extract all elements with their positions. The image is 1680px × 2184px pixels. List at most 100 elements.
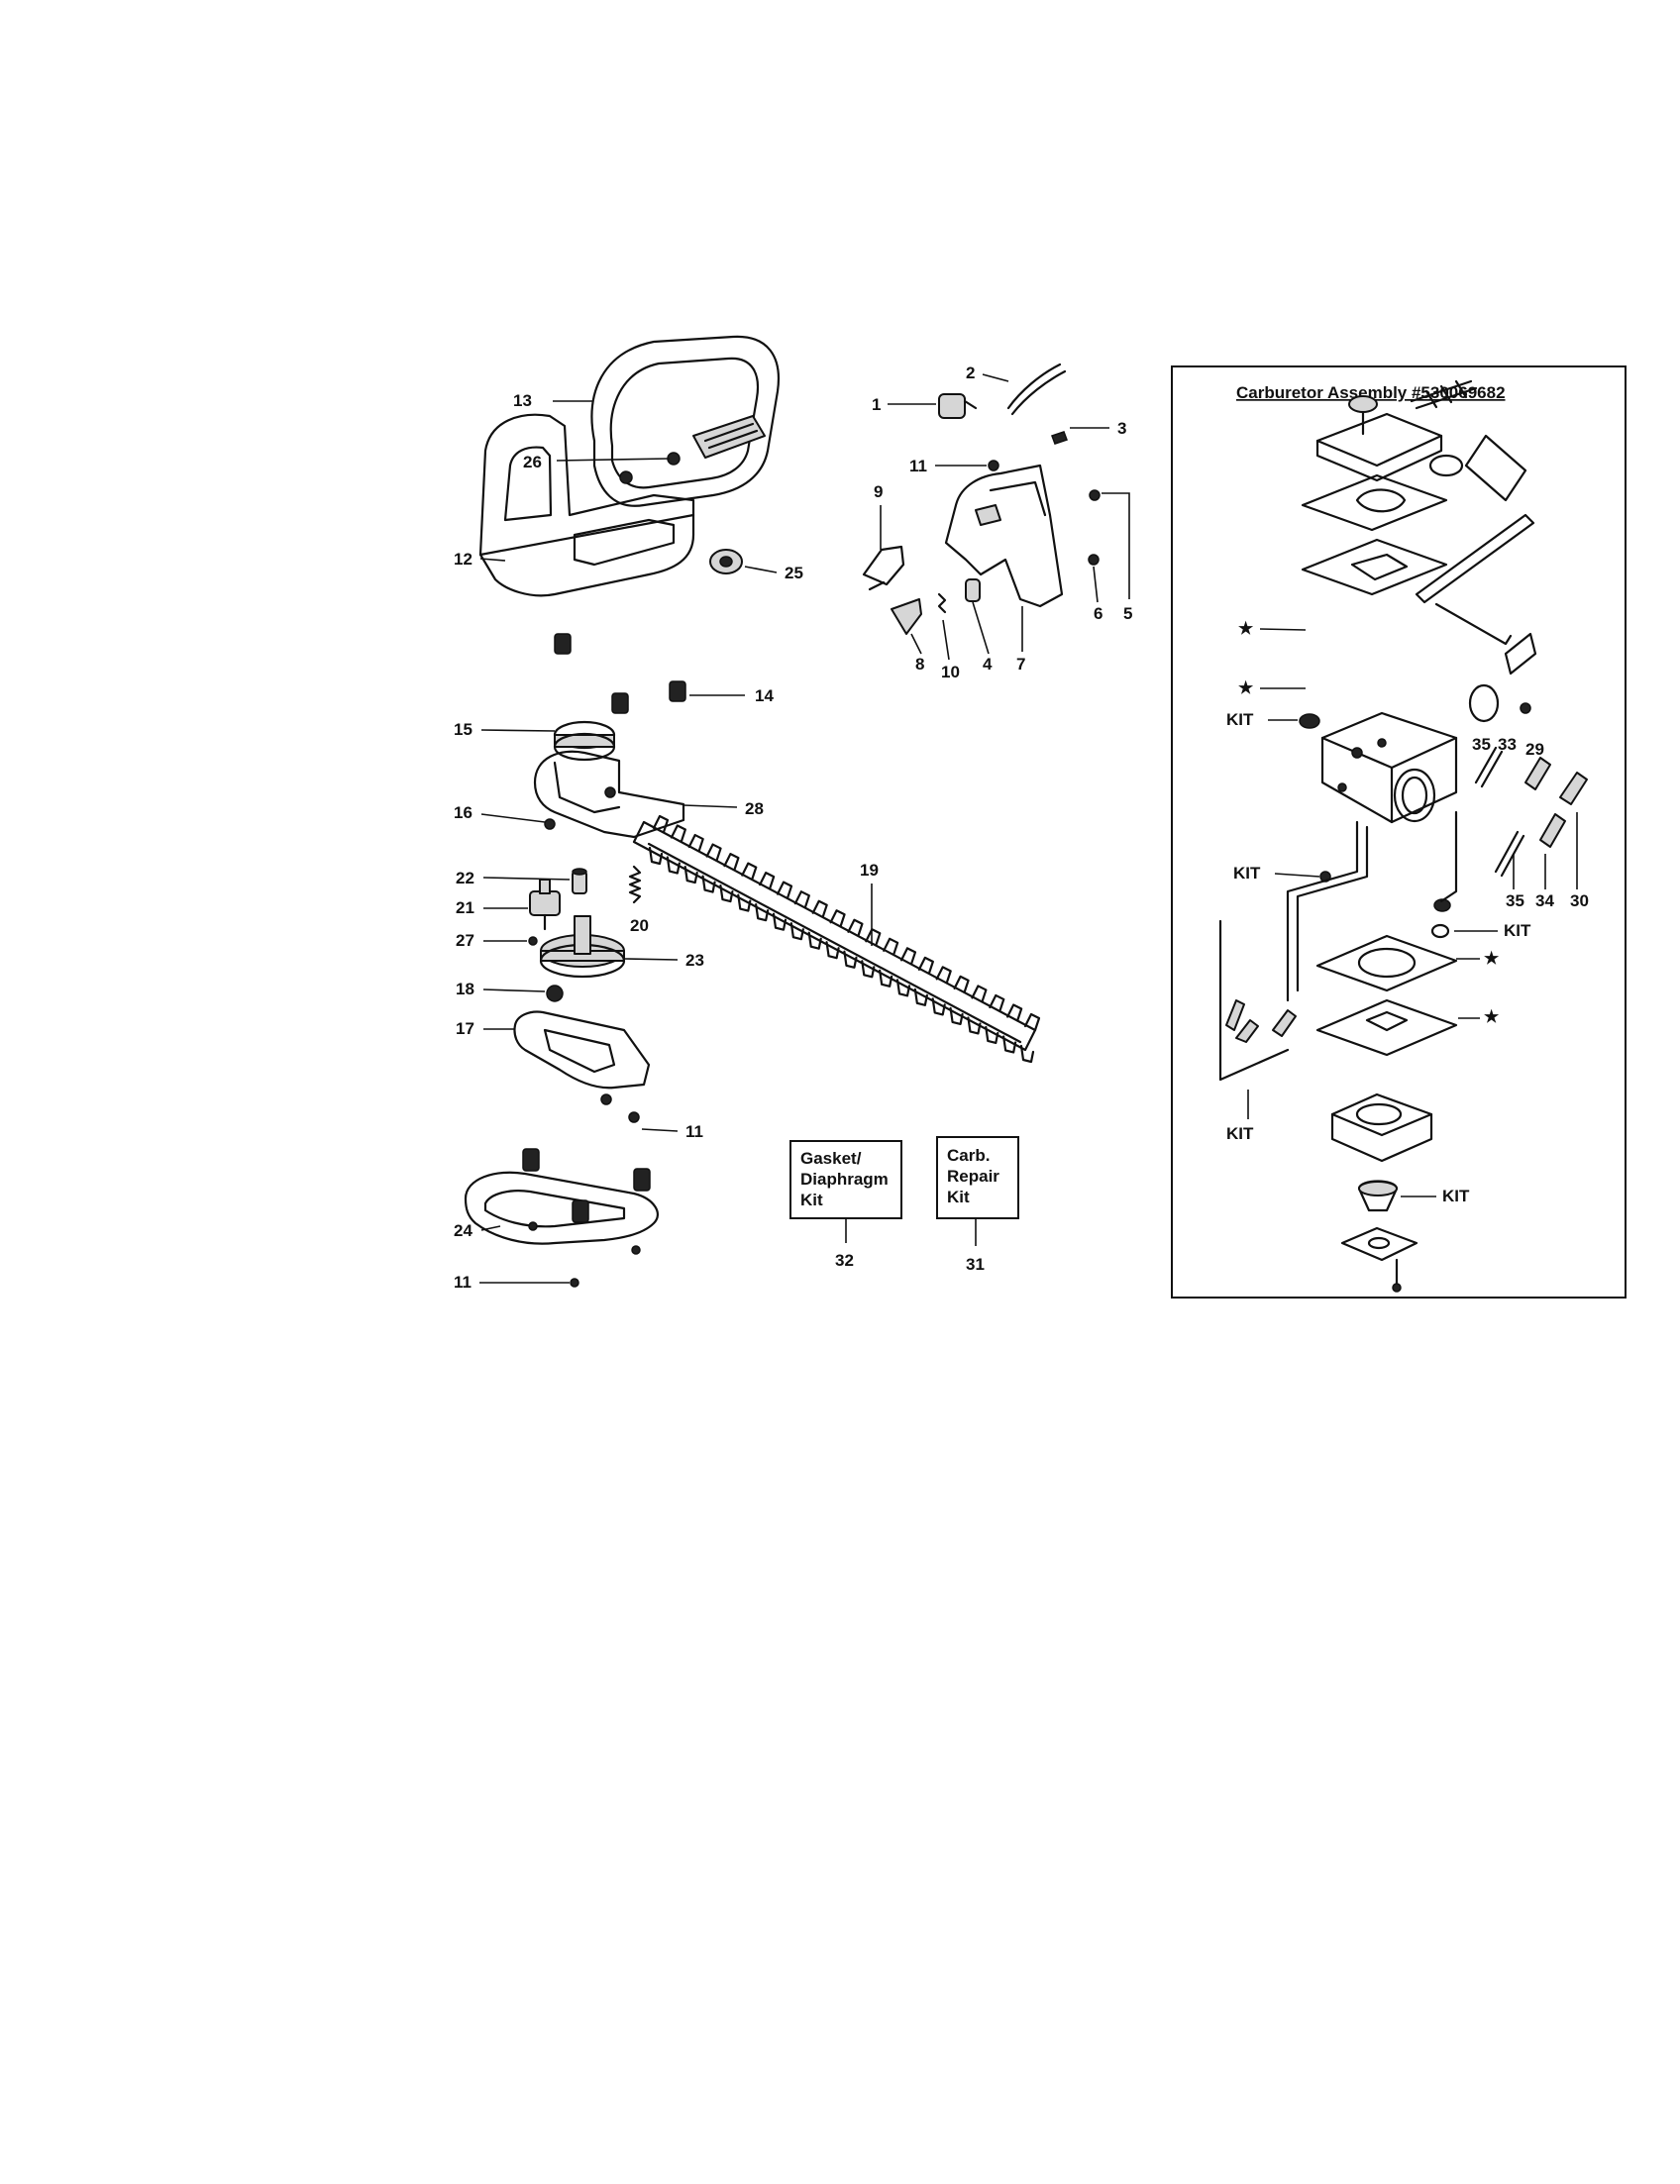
bushing-part-4 bbox=[965, 578, 981, 602]
blade-tooth-bottom bbox=[701, 875, 716, 893]
screw-part-6 bbox=[1088, 554, 1100, 566]
blade-tooth-bottom bbox=[666, 856, 681, 875]
callout-13: 13 bbox=[513, 391, 532, 410]
screw-part-26 bbox=[619, 452, 681, 484]
carb-kit-line1: Carb. bbox=[947, 1146, 990, 1165]
blade-tooth-bottom bbox=[861, 960, 876, 979]
callout-22: 22 bbox=[456, 869, 474, 887]
blade-tooth-top bbox=[811, 899, 828, 918]
callout-1: 1 bbox=[872, 395, 881, 414]
blade-tooth-bottom bbox=[843, 950, 858, 969]
blade-tooth-top bbox=[935, 966, 952, 985]
carb-kit-5: KIT bbox=[1442, 1187, 1470, 1205]
blade-tooth-top bbox=[899, 947, 917, 966]
blade-tooth-bottom bbox=[772, 912, 788, 931]
callout-14: 14 bbox=[755, 686, 774, 705]
ignition-module-part-1 bbox=[938, 393, 978, 419]
carb-label-30: 30 bbox=[1570, 891, 1589, 910]
blade-tooth-bottom bbox=[879, 969, 893, 988]
gasket-kit-number: 32 bbox=[835, 1251, 854, 1270]
callout-11-bottom: 11 bbox=[454, 1273, 472, 1292]
front-handle-part-13 bbox=[590, 335, 780, 507]
callout-16: 16 bbox=[454, 803, 472, 822]
trigger-part-9 bbox=[862, 545, 905, 591]
blade-tooth-top bbox=[917, 956, 934, 975]
blade-tooth-top bbox=[883, 937, 899, 956]
callout-18: 18 bbox=[456, 980, 474, 998]
screw-part-3 bbox=[1051, 431, 1068, 445]
callout-27: 27 bbox=[456, 931, 474, 950]
gear-ring-part-15 bbox=[553, 720, 616, 762]
carb-kit-3: KIT bbox=[1504, 921, 1531, 940]
carb-label-35a: 35 bbox=[1472, 735, 1491, 754]
blade-tooth-bottom bbox=[913, 988, 928, 1006]
carb-kit-line2: Repair bbox=[947, 1167, 999, 1186]
blade-tooth-top bbox=[971, 985, 988, 1003]
callout-20: 20 bbox=[630, 916, 649, 935]
carb-kit-number: 31 bbox=[966, 1255, 985, 1274]
bushing-part-22 bbox=[572, 868, 587, 894]
bottom-guard-part-24 bbox=[464, 1148, 659, 1288]
callout-10: 10 bbox=[941, 663, 960, 681]
screw-part-16 bbox=[544, 818, 556, 830]
blade-tooth-top bbox=[1023, 1012, 1041, 1032]
callout-19: 19 bbox=[860, 861, 879, 880]
callout-28: 28 bbox=[745, 799, 764, 818]
callout-9: 9 bbox=[874, 482, 883, 501]
carburetor-assembly-panel: Carburetor Assembly #530069682 bbox=[1171, 365, 1627, 1299]
blade-tooth-top bbox=[652, 814, 670, 834]
carb-repair-kit-box: Carb. Repair Kit 31 bbox=[936, 1136, 1019, 1274]
screw-part-11-top bbox=[988, 460, 999, 471]
blade-tooth-top bbox=[1006, 1003, 1023, 1022]
carb-kit-1: KIT bbox=[1226, 710, 1254, 729]
trigger-lever-part-8 bbox=[891, 598, 922, 635]
carb-label-33: 33 bbox=[1498, 735, 1517, 754]
rear-handle-frame-part-12 bbox=[478, 413, 695, 597]
carb-kit-4: KIT bbox=[1226, 1124, 1254, 1143]
callout-5: 5 bbox=[1123, 604, 1132, 623]
blade-tooth-top bbox=[670, 824, 686, 843]
gasket-kit-line2: Diaphragm bbox=[800, 1170, 889, 1189]
blade-tooth-top bbox=[741, 862, 758, 881]
blade-tooth-bottom bbox=[719, 884, 734, 903]
spring-part-10 bbox=[937, 592, 947, 614]
nut-part-18 bbox=[546, 985, 564, 1002]
blade-tooth-bottom bbox=[985, 1025, 999, 1045]
callout-8: 8 bbox=[915, 655, 924, 674]
hedge-blade-part-19 bbox=[632, 820, 1037, 1052]
carb-kit-line3: Kit bbox=[947, 1188, 970, 1206]
blade-tooth-bottom bbox=[967, 1016, 982, 1035]
carb-label-29: 29 bbox=[1525, 740, 1544, 759]
screw-part-5 bbox=[1089, 489, 1101, 501]
blade-tooth-top bbox=[776, 881, 793, 899]
blade-tooth-bottom bbox=[931, 997, 946, 1016]
carb-star-1: ★ bbox=[1238, 619, 1254, 638]
blade-tooth-bottom bbox=[807, 931, 822, 950]
crank-part-21 bbox=[529, 879, 561, 931]
blade-tooth-top bbox=[687, 833, 704, 853]
blade-tooth-bottom bbox=[683, 865, 698, 884]
wire-part-2 bbox=[1006, 363, 1067, 416]
blade-tooth-top bbox=[705, 843, 722, 862]
gasket-kit-line3: Kit bbox=[800, 1191, 823, 1209]
cover-plate-part-17 bbox=[513, 1010, 651, 1090]
callout-6: 6 bbox=[1094, 604, 1102, 623]
carburetor-title: Carburetor Assembly #530069682 bbox=[1236, 383, 1506, 402]
callout-labels: 13 26 25 12 14 15 28 16 19 22 20 21 2 bbox=[454, 364, 1132, 1292]
callout-26: 26 bbox=[523, 453, 542, 471]
knob-part-25 bbox=[709, 549, 743, 574]
blade-tooth-top bbox=[865, 928, 882, 947]
blade-tooth-bottom bbox=[755, 903, 770, 922]
blade-teeth bbox=[648, 814, 1041, 1064]
screw-part-11-plate bbox=[600, 1093, 640, 1123]
grommet-part-14 bbox=[554, 633, 686, 714]
blade-tooth-bottom bbox=[1019, 1044, 1035, 1064]
callout-11-plate: 11 bbox=[685, 1122, 703, 1141]
blade-tooth-bottom bbox=[648, 846, 664, 866]
callout-25: 25 bbox=[785, 564, 803, 582]
blade-tooth-top bbox=[829, 909, 846, 928]
blade-tooth-bottom bbox=[825, 941, 840, 960]
callout-7: 7 bbox=[1016, 655, 1025, 674]
